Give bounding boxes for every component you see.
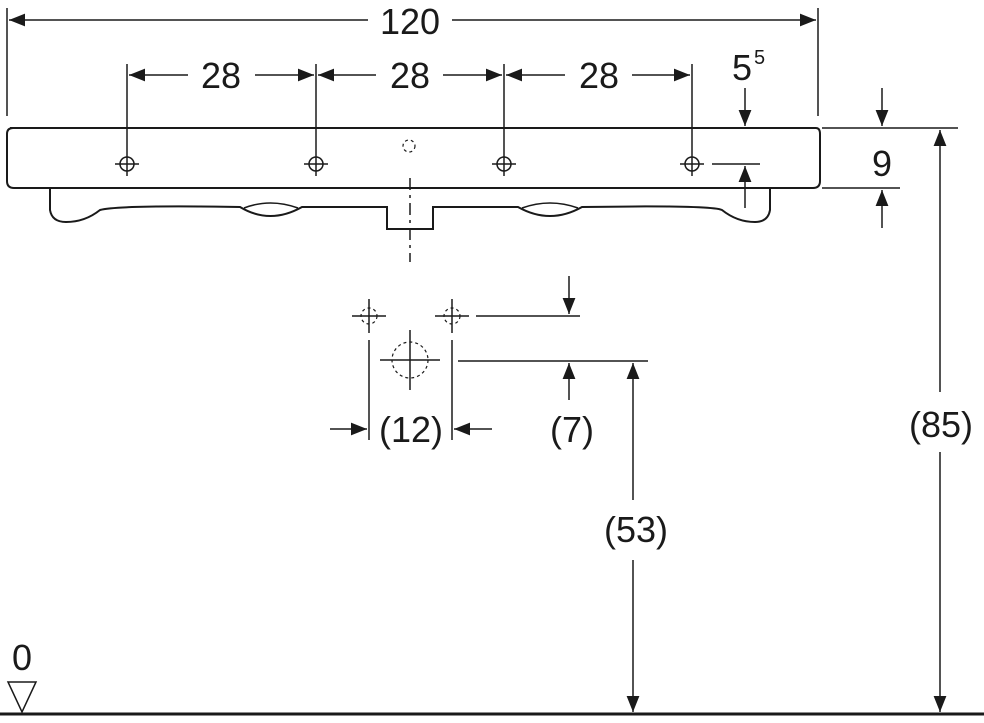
fixing-holes [115, 152, 760, 176]
floor-level-label: 0 [12, 637, 32, 678]
overall-width-label: 120 [380, 1, 440, 42]
hole-spacing-label-1: 28 [201, 55, 241, 96]
rim-height-dimension: 9 [822, 88, 958, 228]
hole-spacing-label-2: 28 [390, 55, 430, 96]
hole-spacing-dimensions: 28 28 28 [126, 55, 693, 152]
waste-offset-label: (7) [550, 409, 594, 450]
waste-height-label: (53) [604, 509, 668, 550]
total-height-dimension: (85) [909, 130, 973, 712]
waste-connection [352, 299, 648, 440]
triangle-down-icon [6, 681, 38, 714]
crosshair-icon [435, 299, 469, 333]
edge-offset-dimension: 5 5 [732, 47, 765, 208]
waste-spacing-dimension: (12) [330, 409, 492, 450]
waste-outlet-icon [380, 330, 440, 390]
edge-offset-superscript: 5 [754, 47, 765, 69]
edge-offset-label: 5 [732, 47, 752, 88]
basin-outline [6, 127, 821, 262]
overall-width-dimension: 120 [6, 1, 819, 116]
crosshair-icon [492, 152, 516, 176]
tap-hole-icon [402, 139, 416, 153]
floor-reference: 0 [0, 637, 984, 716]
rim-height-label: 9 [872, 143, 892, 184]
crosshair-icon [352, 299, 386, 333]
waste-spacing-label: (12) [379, 409, 443, 450]
waste-offset-dimension: (7) [550, 276, 594, 450]
hole-spacing-label-3: 28 [579, 55, 619, 96]
crosshair-icon [115, 152, 139, 176]
crosshair-icon [680, 152, 704, 176]
crosshair-icon [304, 152, 328, 176]
waste-height-dimension: (53) [604, 363, 668, 712]
total-height-label: (85) [909, 404, 973, 445]
